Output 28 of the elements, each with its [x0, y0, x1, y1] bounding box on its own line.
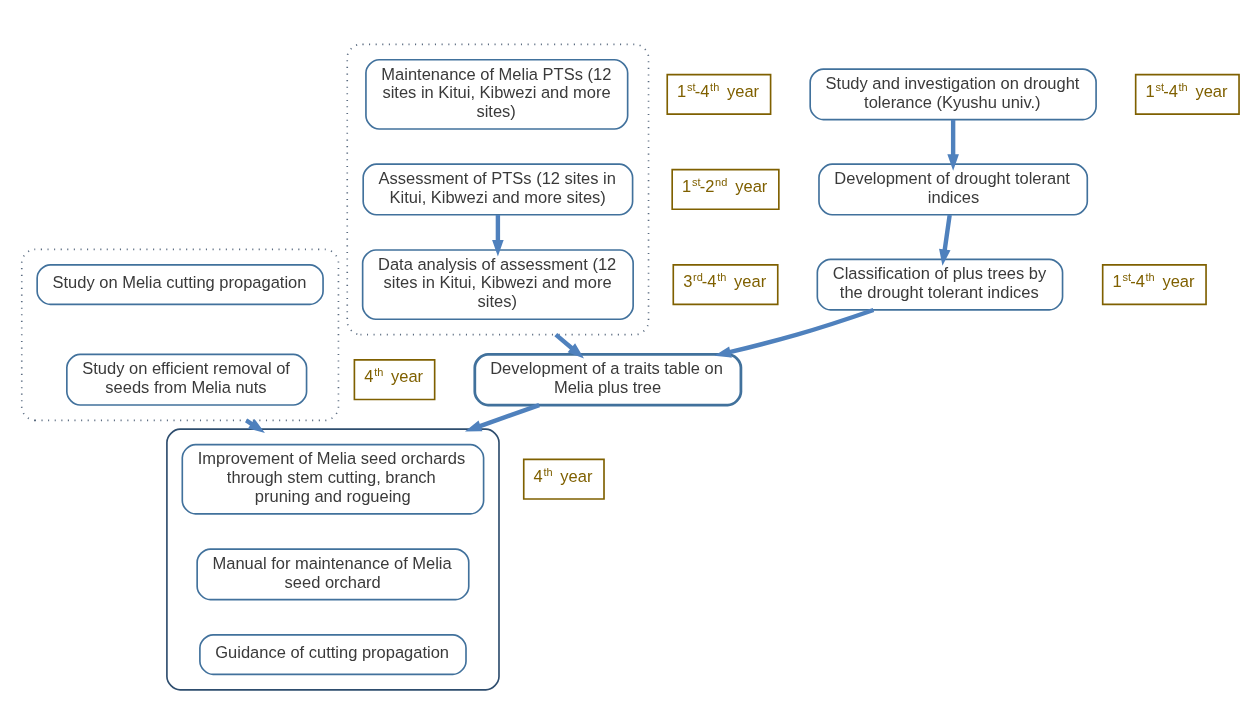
- node-box: Development of a traits table on Melia plus tree: [473, 352, 743, 406]
- arrow: [714, 307, 875, 358]
- node-box: 4$^{th}$ year: [522, 458, 605, 500]
- arrow: [947, 119, 959, 171]
- node-box: 1$^{st}$-2$^{nd}$ year: [671, 168, 780, 210]
- arrow: [554, 332, 584, 358]
- node-box: Guidance of cutting propagation: [199, 633, 467, 675]
- node-box: Study on Melia cutting propagation: [36, 263, 324, 305]
- node-box: 1$^{st}$-4$^{th}$ year: [666, 73, 772, 115]
- node-box: Development of drought tolerant indices: [818, 162, 1089, 216]
- node-box: Assessment of PTSs (12 sites in Kitui, Kibwezi and more sites): [362, 162, 634, 216]
- cluster: [20, 248, 340, 421]
- node-box: 1$^{st}$-4$^{th}$ year: [1134, 73, 1240, 115]
- node-box: Maintenance of Melia PTSs (12 sites in Kitui, Kibwezi and more sites): [365, 58, 629, 130]
- node-box: Data analysis of assessment (12 sites in Kitui, Kibwezi and more sites): [361, 248, 634, 320]
- node-box: Study and investigation on drought tolerance (Kyushu univ.): [809, 67, 1097, 120]
- arrow: [939, 214, 952, 266]
- arrow: [492, 214, 504, 256]
- cluster: [166, 427, 500, 691]
- node-box: 3$^{rd}$-4$^{th}$ year: [672, 263, 779, 305]
- node-box: Classification of plus trees by the drought tolerant indices: [816, 257, 1064, 311]
- node-box: Study on efficient removal of seeds from Melia nuts: [66, 353, 308, 406]
- cluster: [346, 43, 650, 335]
- node-box: Manual for maintenance of Melia seed orchard: [196, 547, 470, 600]
- node-box: 1$^{st}$-4$^{th}$ year: [1101, 263, 1207, 305]
- node-box: Improvement of Melia seed orchards through stem cutting, branch pruning and rogueing: [181, 443, 485, 515]
- node-box: 4$^{th}$ year: [353, 358, 436, 400]
- arrow: [464, 402, 540, 431]
